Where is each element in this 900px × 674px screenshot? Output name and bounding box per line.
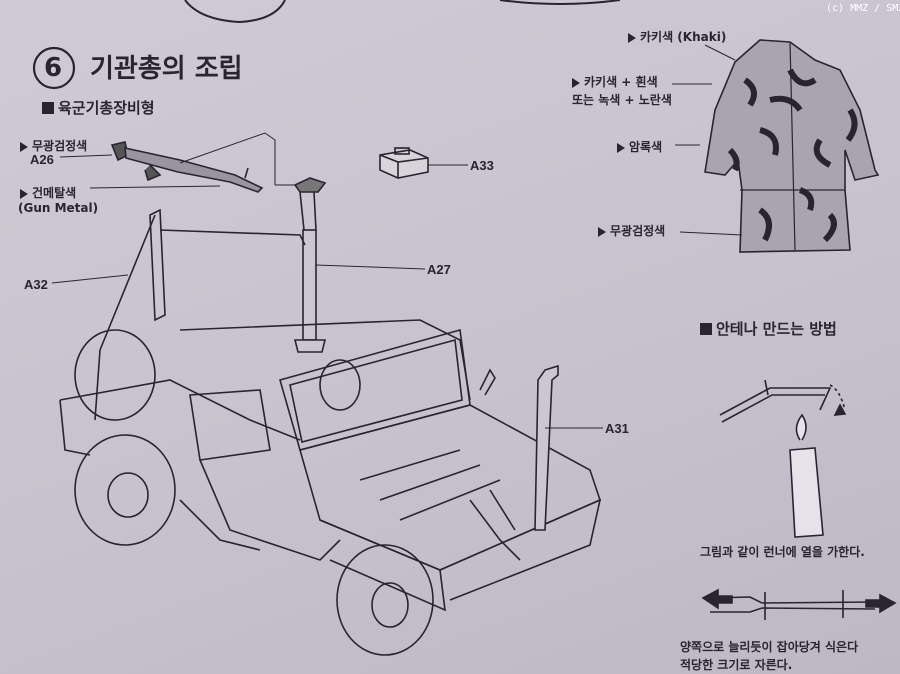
label-khaki-white: 카키색 + 흰색 [572,73,658,90]
section-subtitle: 육군기총장비형 [42,97,155,118]
square-bullet-icon [42,102,54,114]
heading-text: 안테나 만드는 방법 [716,320,837,338]
bar-a32 [94,208,306,421]
label-text: 카키색 (Khaki) [640,30,727,44]
runner-heating-illustration [719,379,847,538]
label-text: 무광검정색 [32,139,88,153]
triangle-bullet-icon [572,77,580,88]
label-green-yellow: 또는 녹색 + 노란색 [572,93,672,107]
machine-gun-a26 [110,141,264,193]
label-dark-green: 암록색 [617,138,662,155]
leader-a32 [51,274,129,284]
antenna-heading: 안테나 만드는 방법 [700,318,837,339]
label-gun-metal: 건메탈색 [20,184,76,201]
label-text: 무광검정색 [610,224,666,238]
triangle-bullet-icon [20,141,28,152]
part-label-a27: A27 [427,262,451,277]
copyright-watermark: (c) MMZ / SMZ [826,3,900,14]
triangle-bullet-icon [20,188,28,199]
part-label-a32: A32 [24,277,48,292]
label-matte-black: 무광검정색 [20,137,87,154]
part-label-a31: A31 [605,421,629,436]
camouflage-uniform [704,39,880,253]
leader-a27 [315,264,426,270]
step-number-circle [32,46,76,90]
runner-stretch-illustration [701,588,897,620]
label-khaki: 카키색 (Khaki) [628,28,726,45]
step-title: 기관총의 조립 [90,54,243,84]
part-a31 [534,364,603,531]
jeep-body [59,319,602,656]
triangle-bullet-icon [598,226,606,237]
leader-gun-metal [89,185,221,189]
label-uniform-matte-black: 무광검정색 [598,222,665,239]
square-bullet-icon [700,323,712,335]
antenna-step2-line1: 양쪽으로 늘리듯이 잡아당겨 식은다 [680,640,859,654]
previous-step-wheel [184,0,286,24]
label-text: 암록색 [629,140,663,154]
leader-khaki [704,44,736,61]
mount-post-a27 [293,177,327,353]
ammo-box-a33 [379,147,429,179]
antenna-step1: 그림과 같이 런너에 열을 가한다. [700,545,865,559]
subtitle-text: 육군기총장비형 [58,99,155,117]
part-label-a26: A26 [30,152,54,167]
leader-gun-to-mount [179,132,295,186]
step-number: 6 [44,53,63,83]
label-text: 건메탈색 [32,186,77,200]
previous-step-wheel-top-right [499,0,621,5]
triangle-bullet-icon [617,142,625,153]
label-text: 카키색 + 흰색 [584,75,658,89]
leader-a26 [59,154,113,158]
antenna-step2-line2: 적당한 크기로 자른다. [680,658,793,672]
part-label-a33: A33 [470,158,494,173]
label-gun-metal-en: (Gun Metal) [18,201,99,215]
triangle-bullet-icon [628,32,636,43]
leader-matte-black [679,231,743,236]
